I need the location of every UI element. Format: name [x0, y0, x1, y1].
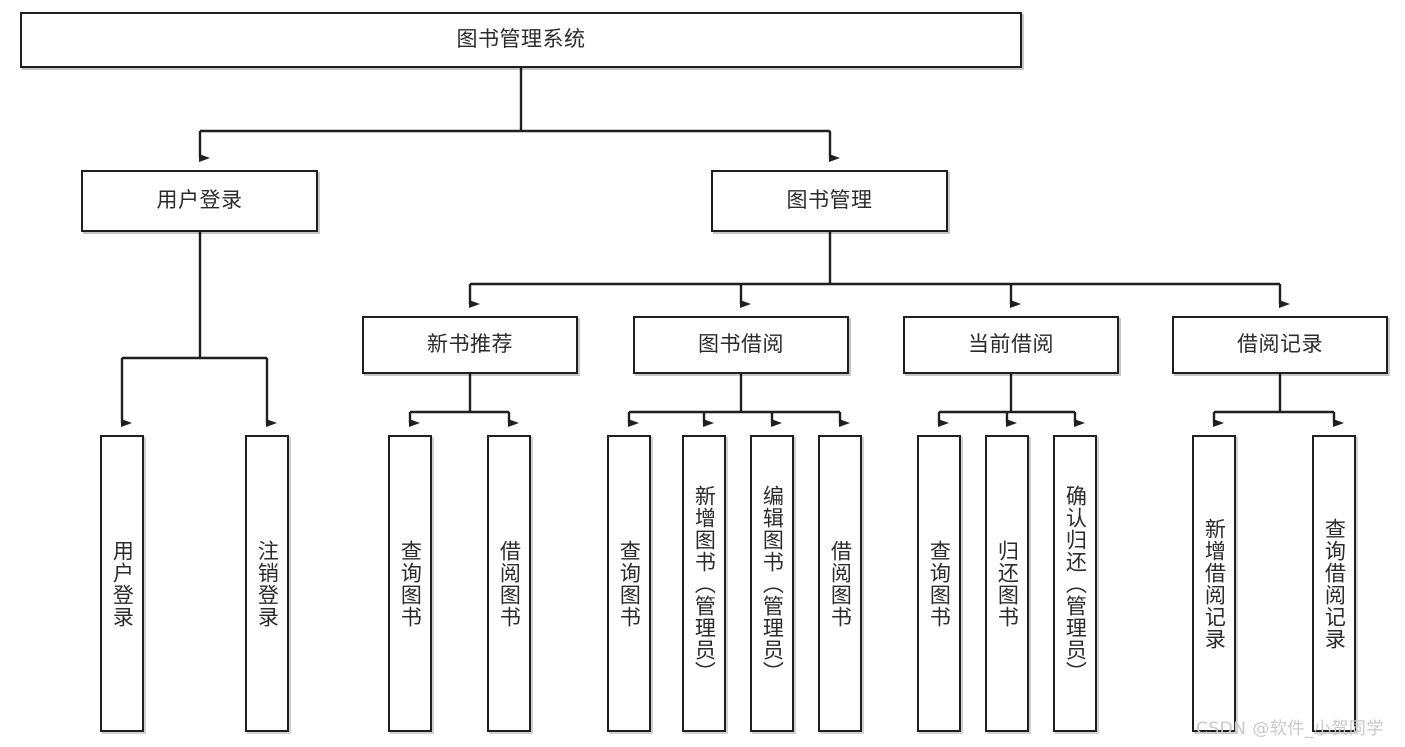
node-leaf9[interactable]: 查询图书	[917, 435, 961, 732]
node-leaf5[interactable]: 查询图书	[607, 435, 651, 732]
node-leaf11[interactable]: 确认归还（管理员）	[1053, 435, 1097, 732]
node-label: 新增图书（管理员）	[692, 484, 717, 683]
node-leaf3[interactable]: 查询图书	[388, 435, 432, 732]
node-leaf10[interactable]: 归还图书	[985, 435, 1029, 732]
node-root[interactable]: 图书管理系统	[20, 12, 1022, 68]
node-label: 归还图书	[995, 539, 1020, 628]
node-label: 新书推荐	[427, 332, 513, 357]
node-label: 查询借阅记录	[1322, 517, 1347, 650]
node-leaf7[interactable]: 编辑图书（管理员）	[750, 435, 794, 732]
node-label: 编辑图书（管理员）	[760, 484, 785, 683]
node-leaf12[interactable]: 新增借阅记录	[1192, 435, 1236, 732]
node-label: 借阅图书	[828, 539, 853, 628]
node-leaf1[interactable]: 用户登录	[100, 435, 144, 732]
node-label: 用户登录	[110, 539, 135, 628]
node-label: 注销登录	[255, 539, 280, 628]
node-l3c[interactable]: 当前借阅	[903, 316, 1119, 374]
node-label: 图书借阅	[698, 332, 784, 357]
node-leaf4[interactable]: 借阅图书	[487, 435, 531, 732]
node-label: 查询图书	[617, 539, 642, 628]
node-leaf2[interactable]: 注销登录	[245, 435, 289, 732]
node-label: 确认归还（管理员）	[1063, 484, 1088, 683]
node-leaf6[interactable]: 新增图书（管理员）	[682, 435, 726, 732]
node-leaf8[interactable]: 借阅图书	[818, 435, 862, 732]
node-label: 查询图书	[398, 539, 423, 628]
node-label: 用户登录	[156, 188, 243, 213]
node-label: 查询图书	[927, 539, 952, 628]
node-l2a[interactable]: 用户登录	[81, 170, 318, 232]
node-label: 借阅记录	[1237, 332, 1323, 357]
node-l3d[interactable]: 借阅记录	[1172, 316, 1388, 374]
node-label: 图书管理	[786, 188, 873, 213]
node-label: 图书管理系统	[456, 27, 586, 52]
node-leaf13[interactable]: 查询借阅记录	[1312, 435, 1356, 732]
node-label: 当前借阅	[968, 332, 1054, 357]
node-label: 借阅图书	[497, 539, 522, 628]
node-l3a[interactable]: 新书推荐	[362, 316, 578, 374]
watermark: CSDN @软件_小贺同学	[1196, 719, 1384, 739]
node-label: 新增借阅记录	[1202, 517, 1227, 650]
node-l2b[interactable]: 图书管理	[711, 170, 948, 232]
node-l3b[interactable]: 图书借阅	[633, 316, 849, 374]
